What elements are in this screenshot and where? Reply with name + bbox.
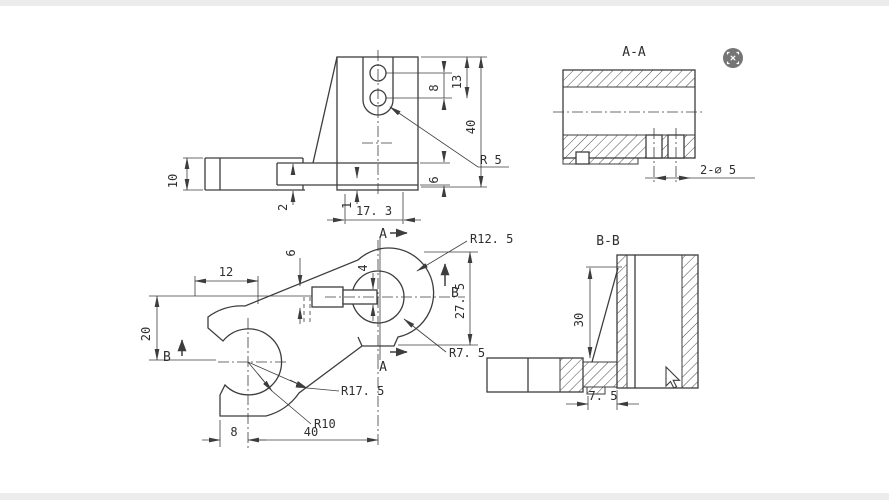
dim-7-5: 7. 5 — [589, 389, 618, 403]
dim-r12-5: R12. 5 — [470, 232, 513, 246]
letterbox-top — [0, 0, 889, 6]
section-bb-dimensions: 30 7. 5 — [566, 266, 639, 410]
front-view-part — [204, 56, 419, 191]
section-cut-markers: A A B B — [163, 227, 459, 375]
dim-4: 4 — [356, 264, 370, 271]
letterbox-bottom — [0, 493, 889, 500]
mouse-cursor-icon — [665, 365, 681, 389]
section-aa-view: A-A 2-∅ 5 — [553, 45, 755, 185]
plan-view-dimensions: 12 20 6 4 27. 5 R12. 5 R7. 5 — [139, 232, 513, 447]
plan-view: 12 20 6 4 27. 5 R12. 5 R7. 5 — [139, 227, 513, 448]
dim-r10: R10 — [314, 417, 336, 431]
dim-8-front: 8 — [427, 84, 441, 91]
dim-40-front: 40 — [464, 120, 478, 134]
dim-8-plan: 8 — [230, 425, 237, 439]
dim-2: 2 — [276, 204, 290, 211]
section-b-right-label: B — [451, 286, 459, 301]
section-aa-dimension: 2-∅ 5 — [645, 163, 755, 181]
section-a-top-label: A — [379, 227, 387, 242]
front-view: 10 2 1 6 8 13 — [166, 50, 509, 224]
section-b-left-label: B — [163, 350, 171, 365]
dim-20: 20 — [139, 327, 153, 341]
dim-r7-5: R7. 5 — [449, 346, 485, 360]
dim-12: 12 — [219, 265, 233, 279]
plan-view-part — [207, 247, 435, 417]
dim-r5: R 5 — [480, 153, 502, 167]
dim-2-d5: 2-∅ 5 — [700, 163, 736, 177]
dim-30: 30 — [572, 313, 586, 327]
section-aa-title: A-A — [622, 45, 646, 60]
section-bb-title: B-B — [596, 234, 620, 249]
dim-13: 13 — [450, 75, 464, 89]
plan-view-centerlines — [218, 240, 465, 448]
front-view-dimensions: 10 2 1 6 8 13 — [166, 56, 509, 224]
section-a-bottom-label: A — [379, 360, 387, 375]
watermark-icon — [723, 48, 743, 68]
front-view-centerlines — [362, 50, 395, 196]
dim-10: 10 — [166, 174, 180, 188]
dim-6-plan: 6 — [284, 249, 298, 256]
dim-1: 1 — [340, 202, 354, 209]
dim-6-front: 6 — [427, 176, 441, 183]
dim-r17-5: R17. 5 — [341, 384, 384, 398]
section-bb-view: B-B 30 7. 5 — [486, 234, 699, 410]
dim-40-plan: 40 — [304, 425, 318, 439]
dim-17-3: 17. 3 — [356, 204, 392, 218]
dim-27-5: 27. 5 — [453, 283, 467, 319]
